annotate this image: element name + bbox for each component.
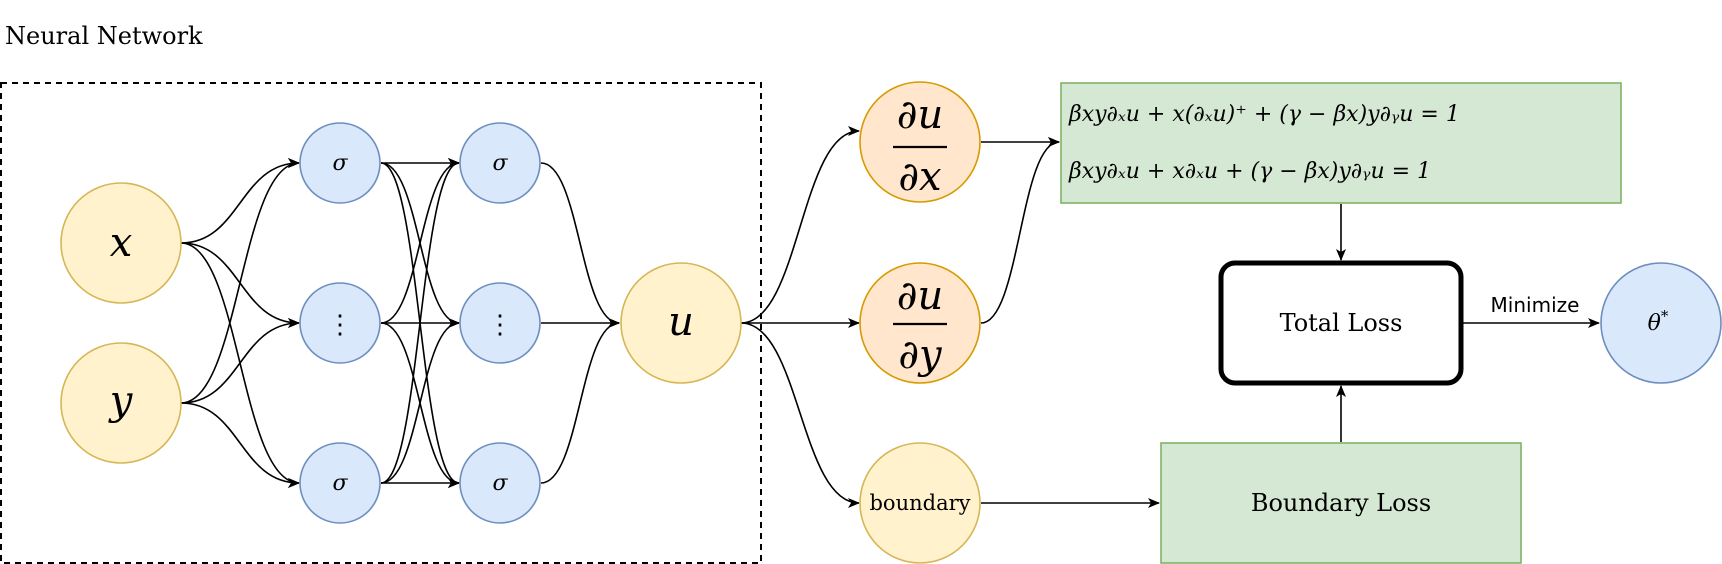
theta-star-label: θ*	[1648, 307, 1669, 336]
edges-derivatives-to-pde	[980, 137, 1060, 324]
input-node-x-label: x	[110, 220, 133, 266]
derivative-node-dx: ∂u ∂x	[859, 81, 981, 203]
derivative-dx-numerator: ∂u	[897, 92, 943, 138]
neural-network-title: Neural Network	[5, 22, 203, 50]
theta-star-node: θ*	[1600, 262, 1722, 384]
derivative-dx-denominator: ∂x	[898, 154, 941, 200]
hidden2-node-middle-label: ⋮	[487, 310, 513, 340]
hidden1-node-top-label: σ	[332, 151, 348, 176]
input-node-y: y	[60, 342, 182, 464]
boundary-loss-label: Boundary Loss	[1251, 489, 1431, 517]
boundary-node: boundary	[859, 442, 981, 564]
hidden1-node-middle-label: ⋮	[327, 310, 353, 340]
boundary-loss-box: Boundary Loss	[1160, 442, 1522, 564]
neural-network-frame	[0, 82, 762, 564]
edges-input-to-hidden1	[180, 158, 300, 488]
pde-residual-box: βxy∂ₓu + x(∂ₓu)⁺ + (γ − βx)y∂ᵧu = 1 βxy∂…	[1060, 82, 1622, 204]
total-loss-box: Total Loss	[1218, 260, 1464, 386]
hidden1-node-top: σ	[299, 122, 381, 204]
derivative-dy-denominator: ∂y	[898, 332, 943, 378]
hidden2-node-middle: ⋮	[459, 282, 541, 364]
hidden1-node-middle: ⋮	[299, 282, 381, 364]
edges-hidden2-to-output	[540, 162, 620, 484]
pde-equation-2: βxy∂ₓu + x∂ₓu + (γ − βx)y∂ᵧu = 1	[1068, 159, 1431, 184]
total-loss-label: Total Loss	[1280, 309, 1403, 337]
hidden2-node-bottom: σ	[459, 442, 541, 524]
hidden2-node-top-label: σ	[492, 151, 508, 176]
input-node-x: x	[60, 182, 182, 304]
edges-output-to-derivatives	[740, 126, 860, 508]
hidden2-node-top: σ	[459, 122, 541, 204]
hidden2-node-bottom-label: σ	[492, 471, 508, 496]
output-node-u-label: u	[668, 299, 694, 345]
theta-superscript: *	[1661, 307, 1669, 325]
minimize-label: Minimize	[1491, 293, 1580, 317]
derivative-dy-numerator: ∂u	[897, 273, 943, 319]
edges-hidden1-to-hidden2	[380, 158, 460, 488]
hidden1-node-bottom: σ	[299, 442, 381, 524]
output-node-u: u	[620, 262, 742, 384]
derivative-node-dy: ∂u ∂y	[859, 262, 981, 384]
pde-equation-1: βxy∂ₓu + x(∂ₓu)⁺ + (γ − βx)y∂ᵧu = 1	[1068, 102, 1460, 127]
theta-base: θ	[1648, 311, 1661, 336]
boundary-node-label: boundary	[869, 491, 970, 515]
hidden1-node-bottom-label: σ	[332, 471, 348, 496]
input-node-y-label: y	[108, 378, 134, 424]
